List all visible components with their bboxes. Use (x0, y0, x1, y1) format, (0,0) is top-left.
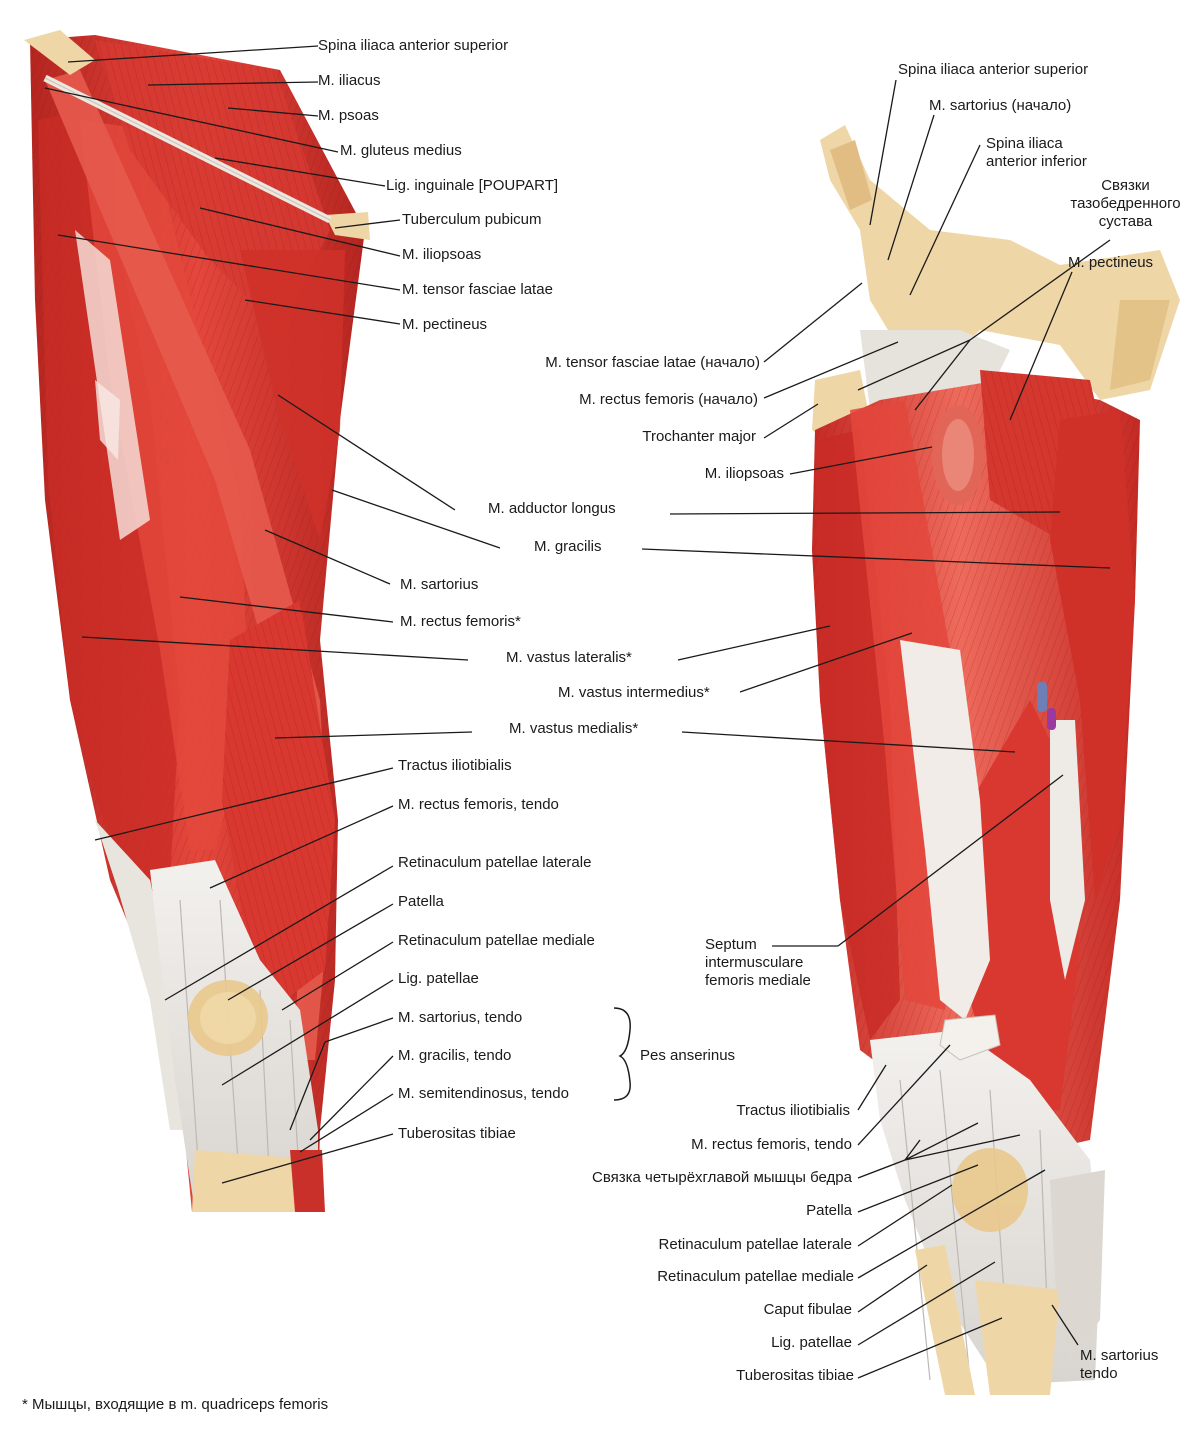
footnote-quadriceps: * Мышцы, входящие в m. quadriceps femori… (22, 1396, 329, 1413)
label-right-trochanter-major: Trochanter major (642, 428, 756, 445)
right-tibia (975, 1280, 1060, 1395)
label-m-gracilis: M. gracilis (534, 538, 602, 555)
right-aponeurosis (900, 640, 990, 1020)
label-m-rectus-femoris-tendo: M. rectus femoris, tendo (398, 796, 559, 813)
pes-anserinus-brace (613, 1007, 631, 1101)
label-right-m-iliopsoas: M. iliopsoas (704, 465, 784, 482)
label-right-quadriceps-ligament: Связка четырёхглавой мышцы бедра (592, 1169, 852, 1186)
label-m-sartorius: M. sartorius (400, 576, 479, 593)
right-caput-fibulae (915, 1245, 975, 1395)
left-vastus-lateralis (38, 110, 180, 880)
right-femoral-vessels (1037, 682, 1047, 712)
label-m-pectineus: M. pectineus (402, 316, 488, 333)
label-right-caput-fibulae: Caput fibulae (763, 1301, 852, 1318)
right-sartorius-tendon (1050, 1170, 1105, 1360)
left-thigh-illustration (24, 30, 370, 1212)
label-m-vastus-medialis: M. vastus medialis* (509, 720, 639, 737)
label-right-m-rectus-femoris-tendo: M. rectus femoris, tendo (691, 1136, 852, 1153)
label-right-septum-intermusculare: Septum intermusculare femoris mediale (705, 936, 811, 989)
label-m-tensor-fasciae-latae: M. tensor fasciae latae (402, 281, 553, 298)
left-anterior-superior-iliac-spine (24, 30, 95, 75)
left-adductor-longus (240, 250, 345, 540)
label-m-vastus-lateralis: M. vastus lateralis* (506, 649, 632, 666)
label-right-tractus-iliotibialis: Tractus iliotibialis (736, 1102, 850, 1119)
label-m-vastus-intermedius: M. vastus intermedius* (558, 684, 710, 701)
label-m-adductor-longus: M. adductor longus (488, 500, 616, 517)
label-right-spina-iliaca-anterior-superior: Spina iliaca anterior superior (898, 61, 1089, 78)
label-right-retinaculum-patellae-laterale: Retinaculum patellae laterale (658, 1236, 852, 1253)
leader-lines-right (641, 79, 1111, 1379)
label-right-lig-patellae: Lig. patellae (771, 1334, 852, 1351)
label-right-spina-iliaca-anterior-inferior: Spina iliaca anterior inferior (986, 135, 1087, 170)
right-adductor-longus (1050, 410, 1135, 900)
label-right-m-sartorius-tendo: M. sartorius tendo (1080, 1347, 1159, 1382)
label-right-m-sartorius-nachalo: M. sartorius (начало) (929, 97, 1072, 114)
label-right-m-pectineus: M. pectineus (1068, 254, 1154, 271)
right-vastus-lateralis (815, 430, 900, 1040)
label-spina-iliaca-anterior-superior: Spina iliaca anterior superior (318, 37, 509, 54)
leader-lines-left (44, 45, 501, 1184)
right-quadriceps-tendon (939, 1014, 1001, 1061)
label-m-gracilis-tendo: M. gracilis, tendo (398, 1047, 512, 1064)
label-tuberculum-pubicum: Tuberculum pubicum (402, 211, 542, 228)
label-patella: Patella (398, 893, 444, 910)
label-m-iliacus: M. iliacus (318, 72, 381, 89)
label-right-retinaculum-patellae-mediale: Retinaculum patellae mediale (657, 1268, 854, 1285)
right-thigh-illustration (812, 125, 1180, 1395)
left-tibia (192, 1150, 318, 1212)
label-right-hip-ligaments: Связки тазобедренного сустава (1070, 177, 1181, 230)
label-m-semitendinosus-tendo: M. semitendinosus, tendo (398, 1085, 569, 1102)
label-m-gluteus-medius: M. gluteus medius (340, 142, 462, 159)
label-right-m-tensor-fasciae-latae-nachalo: M. tensor fasciae latae (начало) (545, 354, 760, 371)
left-rectus-femoris (80, 120, 250, 850)
label-right-m-rectus-femoris-nachalo: M. rectus femoris (начало) (579, 391, 758, 408)
label-m-psoas: M. psoas (318, 107, 379, 124)
label-lig-inguinale: Lig. inguinale [POUPART] (386, 177, 559, 194)
label-m-sartorius-tendo: M. sartorius, tendo (398, 1009, 523, 1026)
label-lig-patellae: Lig. patellae (398, 970, 479, 987)
label-tractus-iliotibialis: Tractus iliotibialis (398, 757, 512, 774)
label-right-tuberositas-tibiae: Tuberositas tibiae (736, 1367, 854, 1384)
label-retinaculum-patellae-laterale: Retinaculum patellae laterale (398, 854, 592, 871)
left-iliotibial-tract (95, 820, 190, 1130)
label-pes-anserinus: Pes anserinus (640, 1047, 736, 1064)
label-tuberositas-tibiae: Tuberositas tibiae (398, 1125, 516, 1142)
label-right-patella: Patella (806, 1202, 852, 1219)
right-patella (952, 1148, 1028, 1232)
label-retinaculum-patellae-mediale: Retinaculum patellae mediale (398, 932, 595, 949)
label-m-iliopsoas: M. iliopsoas (402, 246, 482, 263)
label-m-rectus-femoris: M. rectus femoris* (400, 613, 521, 630)
